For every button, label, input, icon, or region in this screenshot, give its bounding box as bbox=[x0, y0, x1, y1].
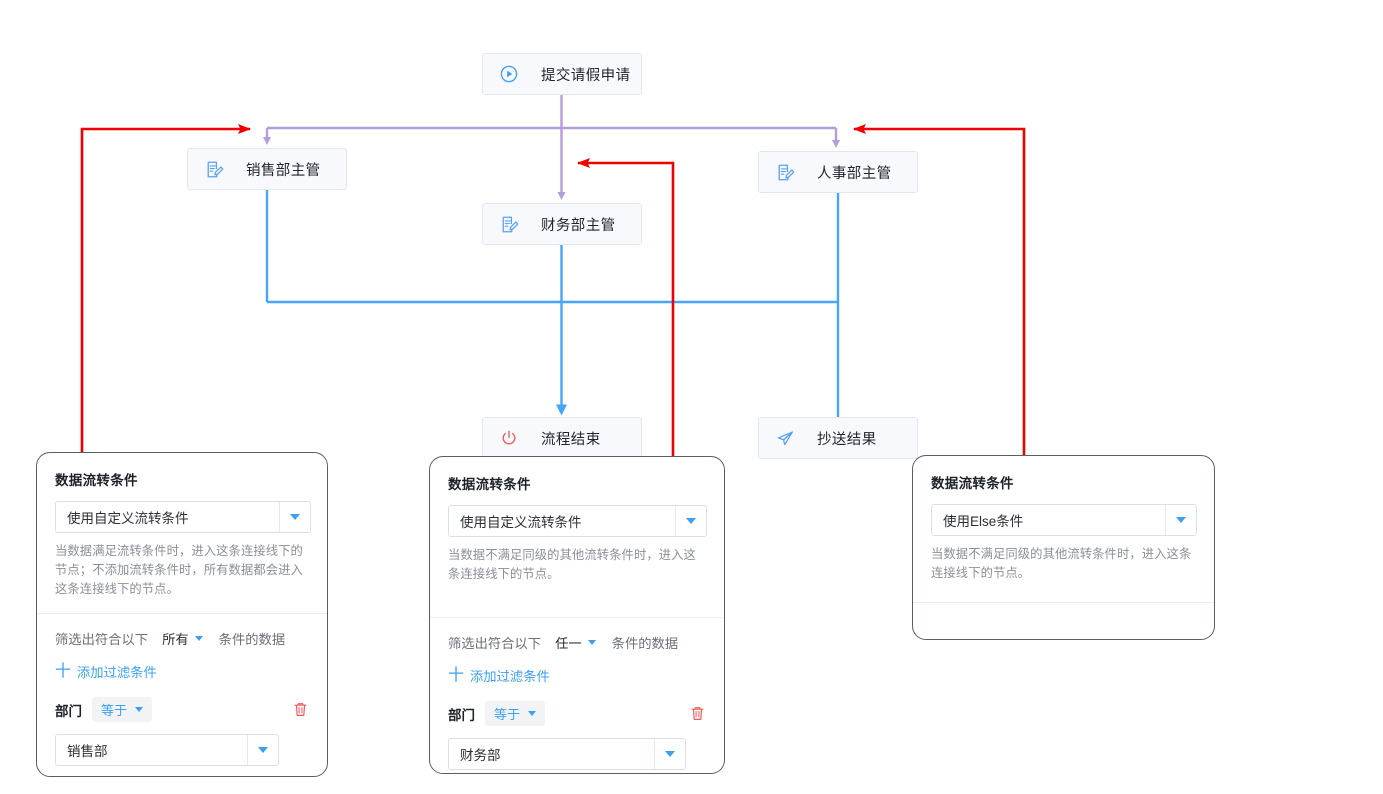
node-finance-manager[interactable]: 财务部主管 bbox=[482, 203, 642, 245]
send-paper-plane-icon bbox=[775, 428, 795, 448]
panel-title: 数据流转条件 bbox=[55, 473, 138, 488]
chevron-down-icon[interactable] bbox=[675, 506, 706, 536]
rule-operator-value: 等于 bbox=[494, 707, 521, 722]
panel-title: 数据流转条件 bbox=[448, 477, 531, 492]
approval-form-icon bbox=[775, 162, 795, 182]
condition-description: 当数据满足流转条件时，进入这条连接线下的节点；不添加流转条件时，所有数据都会进入… bbox=[55, 544, 303, 596]
filter-rule-row: 部门 等于 bbox=[448, 701, 706, 726]
condition-panel-finance: 数据流转条件 使用自定义流转条件 当数据不满足同级的其他流转条件时，进入这条连接… bbox=[429, 456, 725, 774]
rule-field-label: 部门 bbox=[55, 703, 82, 719]
condition-description: 当数据不满足同级的其他流转条件时，进入这条连接线下的节点。 bbox=[931, 547, 1192, 580]
rule-value: 销售部 bbox=[67, 744, 108, 759]
add-filter-condition-label: 添加过滤条件 bbox=[77, 665, 157, 680]
node-cc-result-label: 抄送结果 bbox=[817, 431, 877, 448]
condition-type-select[interactable]: 使用自定义流转条件 bbox=[55, 501, 311, 533]
play-circle-icon bbox=[499, 64, 519, 84]
approval-form-icon bbox=[204, 159, 224, 179]
chevron-down-icon[interactable] bbox=[194, 636, 203, 641]
node-start-label: 提交请假申请 bbox=[541, 67, 631, 84]
filter-prefix-label: 筛选出符合以下 bbox=[448, 636, 542, 651]
rule-value-select[interactable]: 销售部 bbox=[55, 734, 279, 766]
node-process-end-label: 流程结束 bbox=[541, 431, 601, 448]
rule-operator-value: 等于 bbox=[101, 703, 128, 718]
trash-icon[interactable] bbox=[291, 701, 309, 719]
approval-form-icon bbox=[499, 214, 519, 234]
panel-divider bbox=[913, 602, 1214, 603]
condition-panel-hr: 数据流转条件 使用Else条件 当数据不满足同级的其他流转条件时，进入这条连接线… bbox=[912, 455, 1215, 640]
rule-field-label: 部门 bbox=[448, 707, 475, 723]
node-sales-manager-label: 销售部主管 bbox=[246, 162, 321, 179]
condition-type-value: 使用自定义流转条件 bbox=[460, 515, 582, 530]
branch-wire-purple bbox=[263, 95, 840, 200]
filter-mode-value[interactable]: 所有 bbox=[162, 632, 189, 647]
chevron-down-icon[interactable] bbox=[247, 735, 278, 765]
condition-type-select[interactable]: 使用Else条件 bbox=[931, 504, 1197, 536]
chevron-down-icon bbox=[528, 711, 537, 716]
power-off-icon bbox=[499, 428, 519, 448]
rule-operator-select[interactable]: 等于 bbox=[485, 701, 546, 726]
node-finance-manager-label: 财务部主管 bbox=[541, 217, 616, 234]
filter-rule-row: 部门 等于 bbox=[55, 697, 309, 722]
condition-type-value: 使用自定义流转条件 bbox=[67, 511, 189, 526]
plus-icon: 十 bbox=[448, 666, 465, 684]
chevron-down-icon[interactable] bbox=[587, 640, 596, 645]
panel-divider bbox=[37, 613, 327, 614]
filter-mode-row: 筛选出符合以下 所有 条件的数据 bbox=[55, 629, 309, 648]
node-hr-manager-label: 人事部主管 bbox=[817, 165, 892, 182]
node-start[interactable]: 提交请假申请 bbox=[482, 53, 642, 95]
filter-mode-value[interactable]: 任一 bbox=[555, 636, 582, 651]
rule-operator-select[interactable]: 等于 bbox=[92, 697, 153, 722]
filter-prefix-label: 筛选出符合以下 bbox=[55, 632, 149, 647]
node-hr-manager[interactable]: 人事部主管 bbox=[758, 151, 918, 193]
chevron-down-icon[interactable] bbox=[1165, 505, 1196, 535]
add-filter-condition-label: 添加过滤条件 bbox=[470, 669, 550, 684]
panel-title: 数据流转条件 bbox=[931, 476, 1014, 491]
trash-icon[interactable] bbox=[688, 705, 706, 723]
plus-icon: 十 bbox=[55, 662, 72, 680]
condition-panel-sales: 数据流转条件 使用自定义流转条件 当数据满足流转条件时，进入这条连接线下的节点；… bbox=[36, 452, 328, 777]
panel-divider bbox=[430, 617, 724, 618]
filter-suffix-label: 条件的数据 bbox=[611, 636, 679, 651]
condition-type-select[interactable]: 使用自定义流转条件 bbox=[448, 505, 707, 537]
add-filter-condition-button[interactable]: 十 添加过滤条件 bbox=[448, 666, 706, 685]
chevron-down-icon[interactable] bbox=[279, 502, 310, 532]
node-sales-manager[interactable]: 销售部主管 bbox=[187, 148, 347, 190]
condition-type-value: 使用Else条件 bbox=[943, 514, 1024, 529]
node-cc-result[interactable]: 抄送结果 bbox=[758, 417, 918, 459]
rule-value: 财务部 bbox=[460, 748, 501, 763]
chevron-down-icon[interactable] bbox=[654, 739, 685, 769]
condition-description: 当数据不满足同级的其他流转条件时，进入这条连接线下的节点。 bbox=[448, 548, 696, 581]
add-filter-condition-button[interactable]: 十 添加过滤条件 bbox=[55, 662, 309, 681]
filter-suffix-label: 条件的数据 bbox=[218, 632, 286, 647]
chevron-down-icon bbox=[135, 707, 144, 712]
filter-mode-row: 筛选出符合以下 任一 条件的数据 bbox=[448, 633, 706, 652]
rule-value-select[interactable]: 财务部 bbox=[448, 738, 686, 770]
node-process-end[interactable]: 流程结束 bbox=[482, 417, 642, 459]
